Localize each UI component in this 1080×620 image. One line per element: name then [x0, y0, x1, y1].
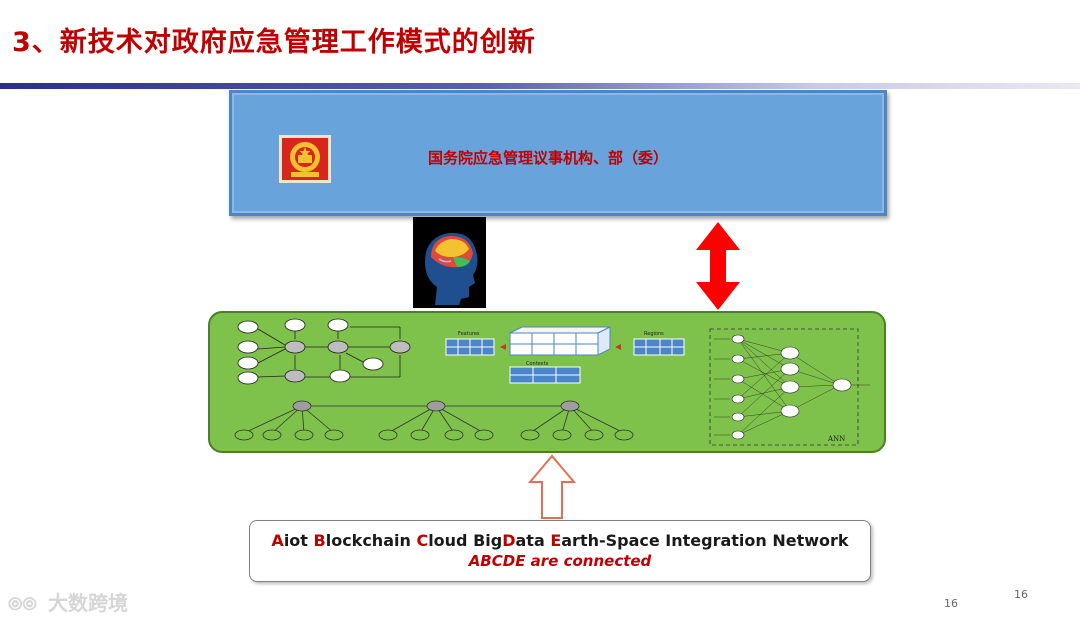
technology-word: iot: [284, 531, 314, 550]
technology-connected-text: ABCDE are connected: [250, 552, 870, 570]
ann-output-node: [833, 379, 851, 391]
watermark-logo-icon: ⦾⦾: [8, 594, 48, 615]
technology-caption-box: Aiot Blockchain Cloud BigData Earth-Spac…: [249, 520, 871, 582]
technology-initial: E: [550, 531, 561, 550]
bn-node: [285, 370, 305, 382]
bidirectional-arrow-icon: [694, 222, 742, 310]
technology-word: arth-Space Integration Network: [561, 531, 848, 550]
bn-node: [238, 372, 258, 384]
government-label: 国务院应急管理议事机构、部（委）: [428, 147, 668, 168]
tree-leaf-node: [475, 430, 493, 440]
title-divider: [0, 83, 1080, 89]
tensor-label-regions: Regions: [644, 331, 664, 337]
technology-diagram: Features Regions Contexts: [210, 313, 888, 455]
tree-leaf-node: [585, 430, 603, 440]
technology-diagram-panel: Features Regions Contexts: [208, 311, 886, 453]
bn-node: [328, 319, 348, 331]
government-box: 国务院应急管理议事机构、部（委）: [229, 90, 887, 216]
technology-initial: B: [314, 531, 326, 550]
bn-node: [285, 341, 305, 353]
technology-names: Aiot Blockchain Cloud BigData Earth-Spac…: [250, 531, 870, 550]
up-arrow-icon: [528, 454, 576, 520]
ann-input-node: [732, 413, 744, 421]
watermark-text: 大数跨境: [48, 591, 128, 615]
national-emblem-icon: [279, 135, 331, 183]
ann-hidden-node: [781, 381, 799, 393]
technology-word: lockchain: [326, 531, 417, 550]
ann-label: ANN: [827, 435, 845, 443]
tree-root-node: [561, 401, 579, 411]
bn-node: [238, 341, 258, 353]
bn-node: [390, 341, 410, 353]
page-number-footer: 16: [1014, 588, 1028, 601]
tree-leaf-node: [615, 430, 633, 440]
tree-leaf-node: [263, 430, 281, 440]
technology-word: loud Big: [428, 531, 502, 550]
bn-node: [328, 341, 348, 353]
bn-node: [238, 357, 258, 369]
technology-initial: A: [271, 531, 283, 550]
tree-leaf-node: [553, 430, 571, 440]
ann-input-node: [732, 431, 744, 439]
technology-word: ata: [516, 531, 551, 550]
tree-leaf-node: [379, 430, 397, 440]
tree-root-node: [293, 401, 311, 411]
page-number: 16: [944, 597, 958, 610]
tree-leaf-node: [295, 430, 313, 440]
tree-root-node: [427, 401, 445, 411]
tensor-label-features: Features: [458, 331, 480, 337]
ann-input-node: [732, 355, 744, 363]
tree-leaf-node: [445, 430, 463, 440]
ann-hidden-node: [781, 347, 799, 359]
tree-leaf-node: [325, 430, 343, 440]
tree-leaf-node: [411, 430, 429, 440]
bn-node: [363, 358, 383, 370]
tree-leaf-node: [235, 430, 253, 440]
bn-node: [238, 321, 258, 333]
slide-title: 3、新技术对政府应急管理工作模式的创新: [12, 20, 536, 59]
technology-initial: C: [416, 531, 428, 550]
ann-hidden-node: [781, 405, 799, 417]
watermark: ⦾⦾大数跨境: [8, 587, 128, 616]
ann-input-node: [732, 335, 744, 343]
technology-initial: D: [502, 531, 515, 550]
ann-input-node: [732, 395, 744, 403]
bn-node: [285, 319, 305, 331]
ann-hidden-node: [781, 363, 799, 375]
tree-leaf-node: [521, 430, 539, 440]
ann-input-node: [732, 375, 744, 383]
tensor-label-contexts: Contexts: [526, 361, 549, 367]
bn-node: [330, 370, 350, 382]
brain-head-icon: [413, 217, 486, 308]
